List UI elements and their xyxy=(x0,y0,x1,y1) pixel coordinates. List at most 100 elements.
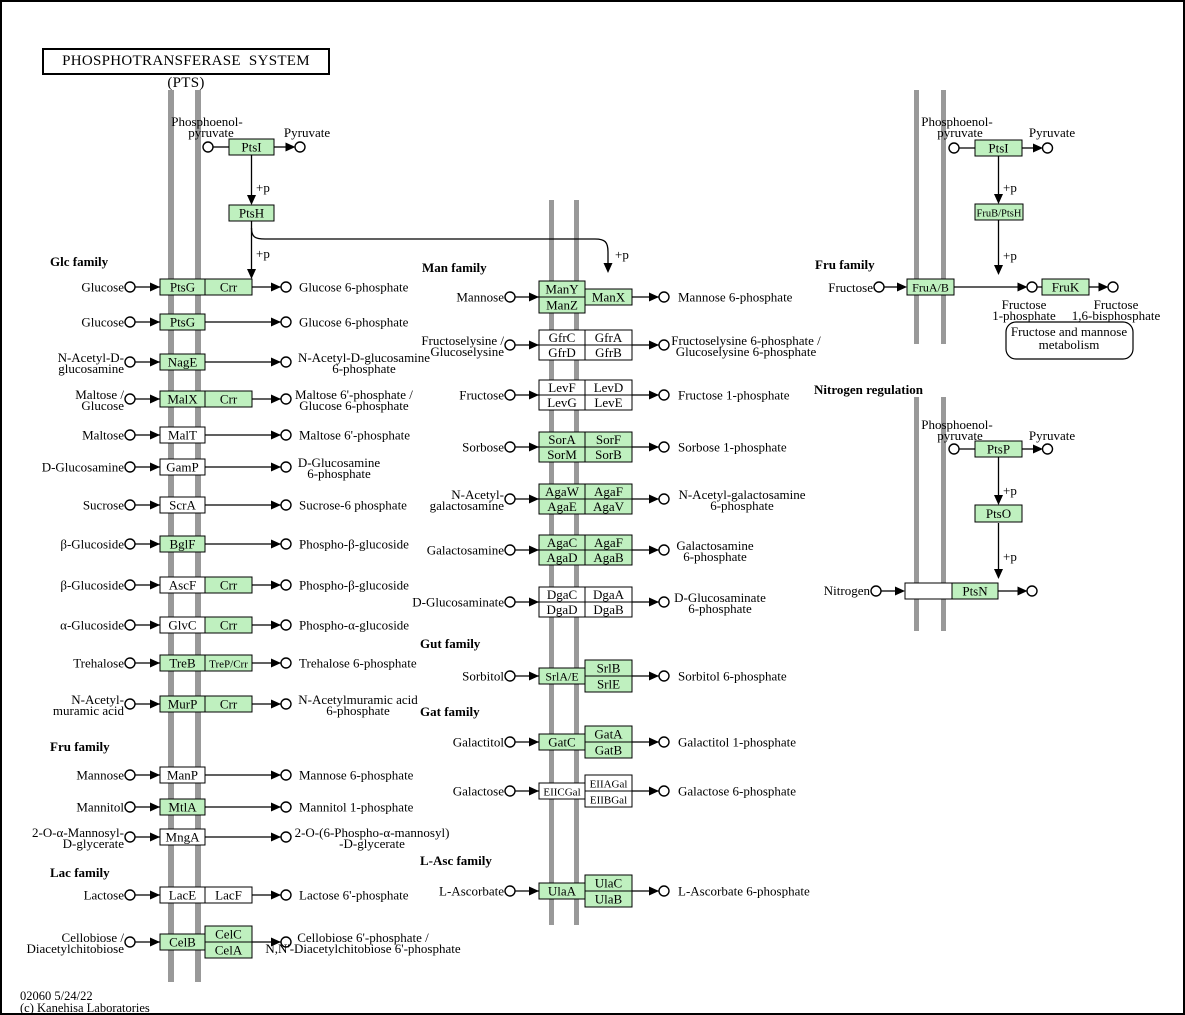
compound-circle[interactable] xyxy=(658,736,670,748)
compound-circle[interactable] xyxy=(504,544,516,556)
enzyme-box-Crr[interactable] xyxy=(204,695,253,713)
enzyme-box-PtsO[interactable] xyxy=(974,504,1023,523)
compound-circle[interactable] xyxy=(280,429,292,441)
compound-circle[interactable] xyxy=(658,596,670,608)
enzyme-box-PtsI[interactable] xyxy=(974,139,1023,157)
enzyme-box-Crr[interactable] xyxy=(204,390,253,408)
compound-circle[interactable] xyxy=(1026,585,1038,597)
compound-circle[interactable] xyxy=(504,596,516,608)
compound-circle[interactable] xyxy=(1107,281,1119,293)
enzyme-box-SorB[interactable] xyxy=(584,446,633,463)
compound-circle[interactable] xyxy=(658,544,670,556)
compound-circle[interactable] xyxy=(870,585,882,597)
enzyme-box-MtlA[interactable] xyxy=(159,798,206,816)
compound-circle[interactable] xyxy=(124,429,136,441)
compound-circle[interactable] xyxy=(280,657,292,669)
compound-circle[interactable] xyxy=(280,281,292,293)
compound-circle[interactable] xyxy=(280,801,292,813)
compound-circle[interactable] xyxy=(280,461,292,473)
compound-circle[interactable] xyxy=(504,441,516,453)
compound-circle[interactable] xyxy=(504,389,516,401)
enzyme-box-GamP[interactable] xyxy=(159,458,206,476)
enzyme-box-GatB[interactable] xyxy=(584,741,633,759)
enzyme-box-DgaB[interactable] xyxy=(584,601,633,618)
compound-circle[interactable] xyxy=(658,291,670,303)
enzyme-box-ScrA[interactable] xyxy=(159,496,206,514)
compound-circle[interactable] xyxy=(124,657,136,669)
compound-circle[interactable] xyxy=(124,769,136,781)
compound-circle[interactable] xyxy=(280,936,292,948)
enzyme-box-ManP[interactable] xyxy=(159,766,206,784)
enzyme-box-AgaB[interactable] xyxy=(584,549,633,566)
compound-circle[interactable] xyxy=(202,141,214,153)
compound-circle[interactable] xyxy=(124,316,136,328)
compound-circle[interactable] xyxy=(280,889,292,901)
compound-circle[interactable] xyxy=(658,885,670,897)
enzyme-box-PtsH[interactable] xyxy=(228,204,275,222)
compound-circle[interactable] xyxy=(280,698,292,710)
compound-circle[interactable] xyxy=(280,579,292,591)
enzyme-box-MngA[interactable] xyxy=(159,828,206,846)
compound-circle[interactable] xyxy=(658,493,670,505)
compound-circle[interactable] xyxy=(873,281,885,293)
compound-circle[interactable] xyxy=(504,339,516,351)
enzyme-box-BglF[interactable] xyxy=(159,535,206,553)
enzyme-box-PtsN[interactable] xyxy=(951,582,999,600)
compound-circle[interactable] xyxy=(1041,443,1054,455)
compound-circle[interactable] xyxy=(948,142,960,154)
compound-circle[interactable] xyxy=(124,393,136,405)
enzyme-box-FruBPtsH[interactable] xyxy=(974,203,1024,221)
compound-circle[interactable] xyxy=(658,670,670,682)
compound-circle[interactable] xyxy=(124,461,136,473)
compound-circle[interactable] xyxy=(124,356,136,368)
compound-circle[interactable] xyxy=(280,393,292,405)
enzyme-box-ManX[interactable] xyxy=(584,288,633,306)
enzyme-box-LacF[interactable] xyxy=(204,886,253,904)
compound-circle[interactable] xyxy=(124,281,136,293)
compound-circle[interactable] xyxy=(504,493,516,505)
compound-circle[interactable] xyxy=(504,736,516,748)
enzyme-box-NagE[interactable] xyxy=(159,353,206,371)
enzyme-box-EIIBGal[interactable] xyxy=(584,790,633,808)
enzyme-box-blank[interactable] xyxy=(904,582,953,600)
compound-circle[interactable] xyxy=(280,316,292,328)
compound-circle[interactable] xyxy=(1026,281,1038,293)
enzyme-box-UlaB[interactable] xyxy=(584,890,633,908)
enzyme-box-CelA[interactable] xyxy=(204,941,253,959)
compound-circle[interactable] xyxy=(124,499,136,511)
compound-circle[interactable] xyxy=(124,619,136,631)
compound-circle[interactable] xyxy=(504,785,516,797)
compound-circle[interactable] xyxy=(280,499,292,511)
compound-circle[interactable] xyxy=(280,769,292,781)
compound-circle[interactable] xyxy=(504,670,516,682)
pathway-link-fructose-mannose-metabolism[interactable] xyxy=(1005,321,1134,360)
compound-circle[interactable] xyxy=(280,356,292,368)
compound-circle[interactable] xyxy=(504,885,516,897)
enzyme-box-MalT[interactable] xyxy=(159,426,206,444)
enzyme-box-Crr[interactable] xyxy=(204,576,253,594)
compound-circle[interactable] xyxy=(124,831,136,843)
compound-circle[interactable] xyxy=(658,785,670,797)
enzyme-box-FruAB[interactable] xyxy=(906,278,955,296)
compound-circle[interactable] xyxy=(280,619,292,631)
enzyme-box-Crr[interactable] xyxy=(204,278,253,296)
enzyme-box-GfrB[interactable] xyxy=(584,344,633,361)
compound-circle[interactable] xyxy=(658,389,670,401)
enzyme-box-FruK[interactable] xyxy=(1041,278,1090,296)
enzyme-box-PtsG[interactable] xyxy=(159,313,206,331)
compound-circle[interactable] xyxy=(124,698,136,710)
enzyme-box-PtsP[interactable] xyxy=(974,440,1023,458)
compound-circle[interactable] xyxy=(124,936,136,948)
compound-circle[interactable] xyxy=(124,538,136,550)
compound-circle[interactable] xyxy=(294,141,306,153)
enzyme-box-TrePCrr[interactable] xyxy=(204,654,253,672)
compound-circle[interactable] xyxy=(658,441,670,453)
enzyme-box-LevE[interactable] xyxy=(584,394,633,411)
compound-circle[interactable] xyxy=(504,291,516,303)
enzyme-box-Crr[interactable] xyxy=(204,616,253,634)
compound-circle[interactable] xyxy=(124,579,136,591)
compound-circle[interactable] xyxy=(658,339,670,351)
compound-circle[interactable] xyxy=(1041,142,1054,154)
enzyme-box-SrlE[interactable] xyxy=(584,675,633,693)
compound-circle[interactable] xyxy=(280,538,292,550)
